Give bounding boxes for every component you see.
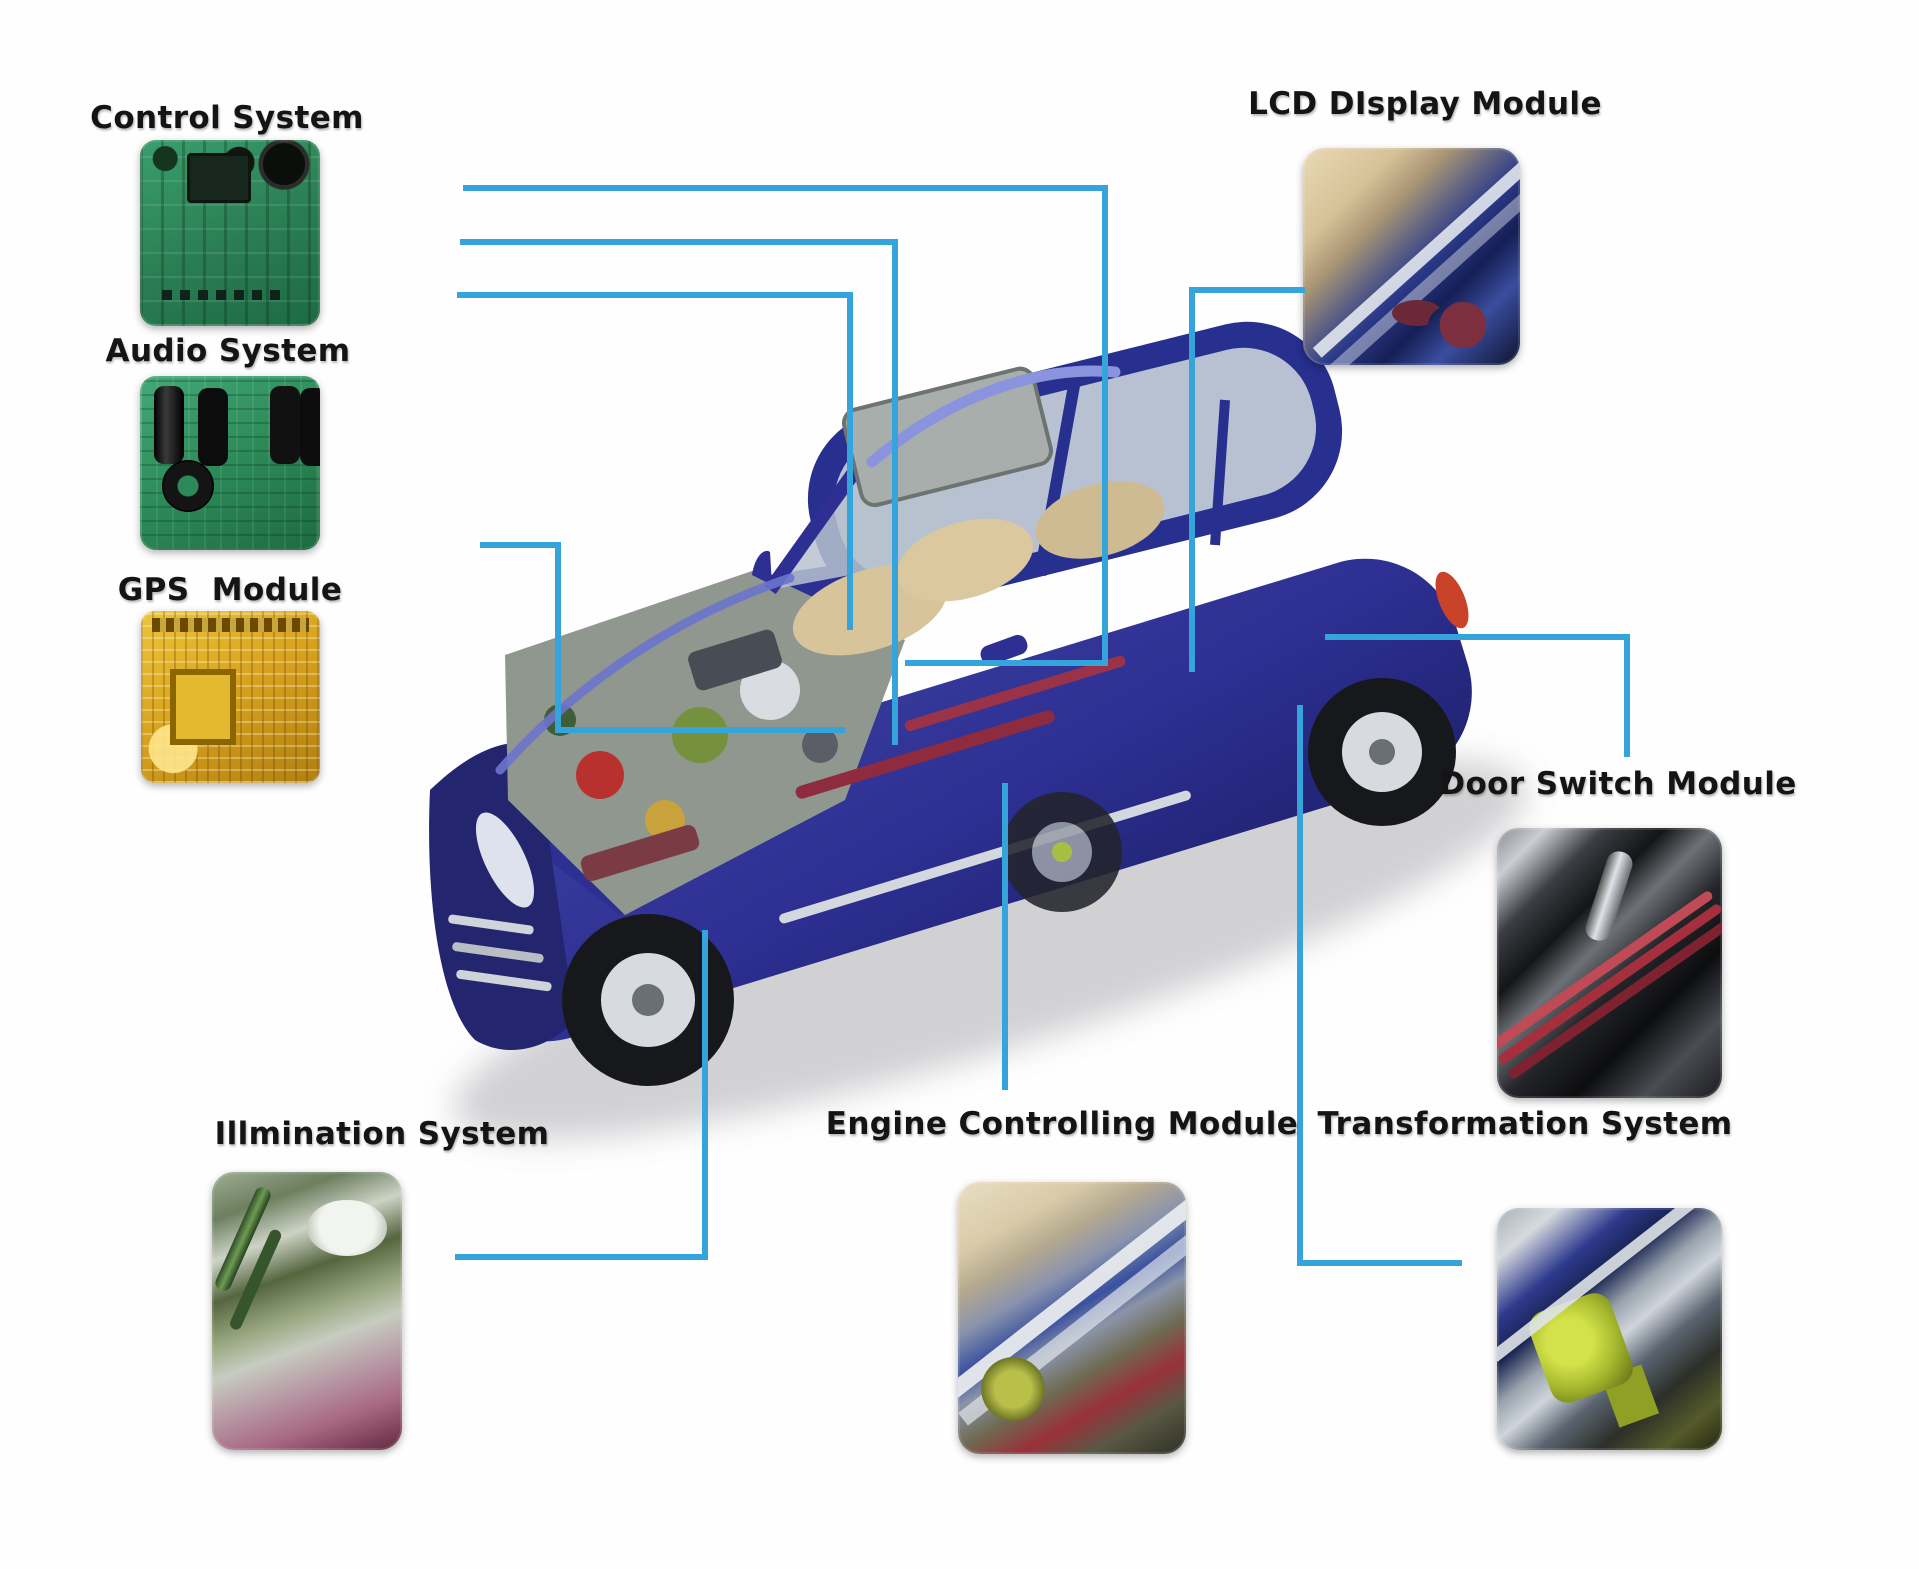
door-switch-module-image — [1497, 828, 1722, 1098]
car-interior-seats — [792, 481, 1165, 656]
connector-control-line-1 — [463, 185, 1108, 666]
car-body — [438, 558, 1472, 1042]
connector-audio-line — [480, 542, 845, 733]
far-front-wheel — [1002, 792, 1122, 912]
label-lcd-display-module: LCD DIsplay Module — [1248, 86, 1602, 122]
connector-control-line-2 — [460, 239, 898, 745]
label-illumination-system: Illmination System — [214, 1116, 550, 1152]
label-engine-controlling-module: Engine Controlling Module — [825, 1106, 1299, 1142]
connector-control-line-3 — [457, 292, 853, 630]
label-transformation-system: Transformation System — [1317, 1106, 1733, 1142]
connector-transformation-line — [1297, 705, 1462, 1266]
label-audio-system: Audio System — [105, 333, 351, 369]
car-highlights — [495, 365, 1121, 775]
connector-door-switch-line — [1325, 634, 1630, 757]
front-wheel — [562, 914, 734, 1086]
label-control-system: Control System — [90, 100, 364, 136]
headlight — [475, 812, 535, 908]
rear-wheel — [1308, 678, 1456, 826]
label-gps-module: GPS Module — [117, 572, 343, 608]
engine-bay — [505, 570, 905, 915]
lcd-display-module-image — [1303, 148, 1520, 365]
connector-lcd-line — [1189, 287, 1305, 672]
connector-illumination-line — [455, 930, 708, 1260]
car-shadow — [453, 760, 1527, 1140]
gps-module-board-image — [141, 611, 320, 783]
engine-controlling-module-image — [958, 1182, 1186, 1454]
transformation-system-image — [1497, 1208, 1722, 1450]
label-door-switch-module: Door Switch Module — [1439, 766, 1797, 802]
control-system-board-image — [140, 140, 320, 326]
illumination-system-image — [212, 1172, 402, 1450]
grille-slats — [448, 914, 552, 992]
audio-system-board-image — [140, 376, 320, 550]
